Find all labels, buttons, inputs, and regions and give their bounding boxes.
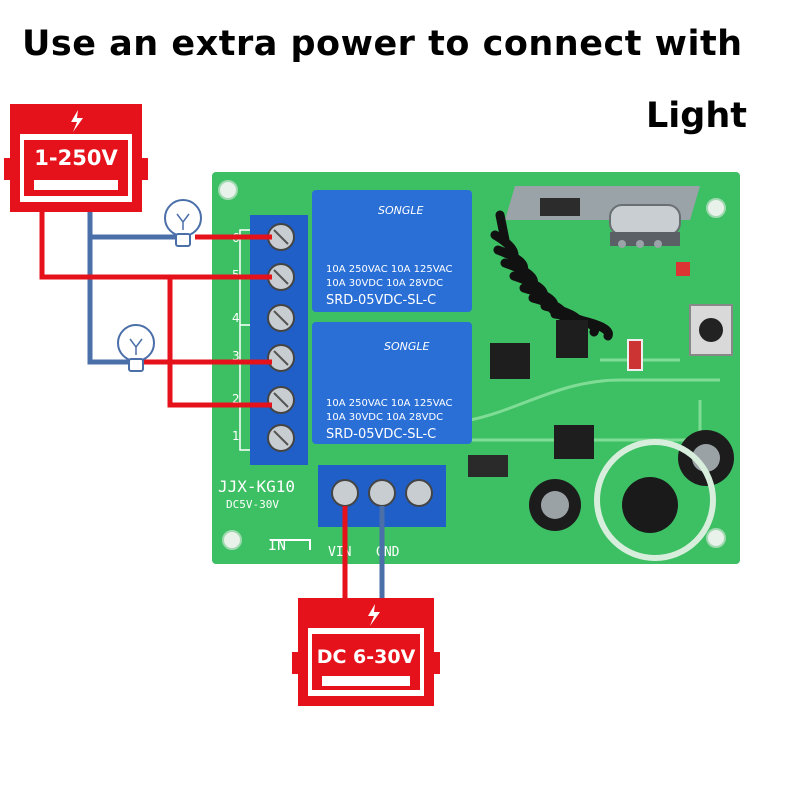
- terminal-screw-slot: [273, 229, 289, 245]
- terminal-number-4: 4: [232, 311, 240, 325]
- lightning-icon: [71, 110, 83, 132]
- board-model: JJX-KG10: [218, 477, 295, 496]
- ic-chip-2: [490, 343, 530, 379]
- relay-2-model: SRD-05VDC-SL-C: [326, 427, 436, 442]
- relay-1-brand: SONGLE: [378, 204, 424, 217]
- relay-2-rating2: 10A 30VDC 10A 28VDC: [326, 412, 443, 423]
- diode: [468, 455, 508, 477]
- vin-label: VIN: [328, 545, 351, 560]
- relay-2-brand: SONGLE: [384, 340, 430, 353]
- relay-1-rating1: 10A 250VAC 10A 125VAC: [326, 264, 453, 275]
- board-voltage: DC5V-30V: [226, 498, 279, 511]
- terminal-screw-slot: [273, 392, 289, 408]
- input-terminal-block: [318, 465, 446, 527]
- title-line-1: Use an extra power to connect with: [22, 24, 743, 64]
- live-wires: [39, 200, 348, 600]
- status-led: [676, 262, 690, 276]
- terminal-screw-slot: [273, 310, 289, 326]
- dc-power-supply: [292, 598, 440, 706]
- dc-voltage-label: DC 6-30V: [316, 646, 416, 668]
- relay-2-rating1: 10A 250VAC 10A 125VAC: [326, 398, 453, 409]
- relay-1: SONGLE 10A 250VAC 10A 125VAC 10A 30VDC 1…: [312, 190, 472, 312]
- rf-module: [505, 186, 700, 248]
- output-terminal-block: [250, 215, 308, 465]
- light-bulb-icon: [164, 199, 202, 247]
- push-button: [689, 304, 733, 356]
- terminal-screw-slot: [273, 269, 289, 285]
- ic-chip-3: [554, 425, 594, 459]
- relay-1-model: SRD-05VDC-SL-C: [326, 293, 436, 308]
- capacitor-1: [529, 479, 581, 531]
- ic-chip-1: [556, 320, 588, 358]
- in-label: IN: [268, 536, 286, 554]
- led: [627, 339, 643, 371]
- terminal-number-2: 2: [232, 392, 240, 406]
- inductor: [594, 439, 716, 561]
- terminal-screw-slot: [273, 430, 289, 446]
- coiled-antenna: [490, 210, 613, 341]
- ac-power-supply: [4, 104, 148, 212]
- neutral-wires: [87, 180, 385, 600]
- relay-2: SONGLE 10A 250VAC 10A 125VAC 10A 30VDC 1…: [312, 322, 472, 444]
- terminal-screw-slot: [273, 350, 289, 366]
- title-line-2: Light: [646, 96, 748, 136]
- terminal-number-3: 3: [232, 349, 240, 363]
- terminal-number-1: 1: [232, 429, 240, 443]
- ac-voltage-label: 1-250V: [34, 146, 118, 170]
- light-bulb-icon: [117, 324, 155, 372]
- relay-1-rating2: 10A 30VDC 10A 28VDC: [326, 278, 443, 289]
- lightning-icon: [368, 604, 380, 626]
